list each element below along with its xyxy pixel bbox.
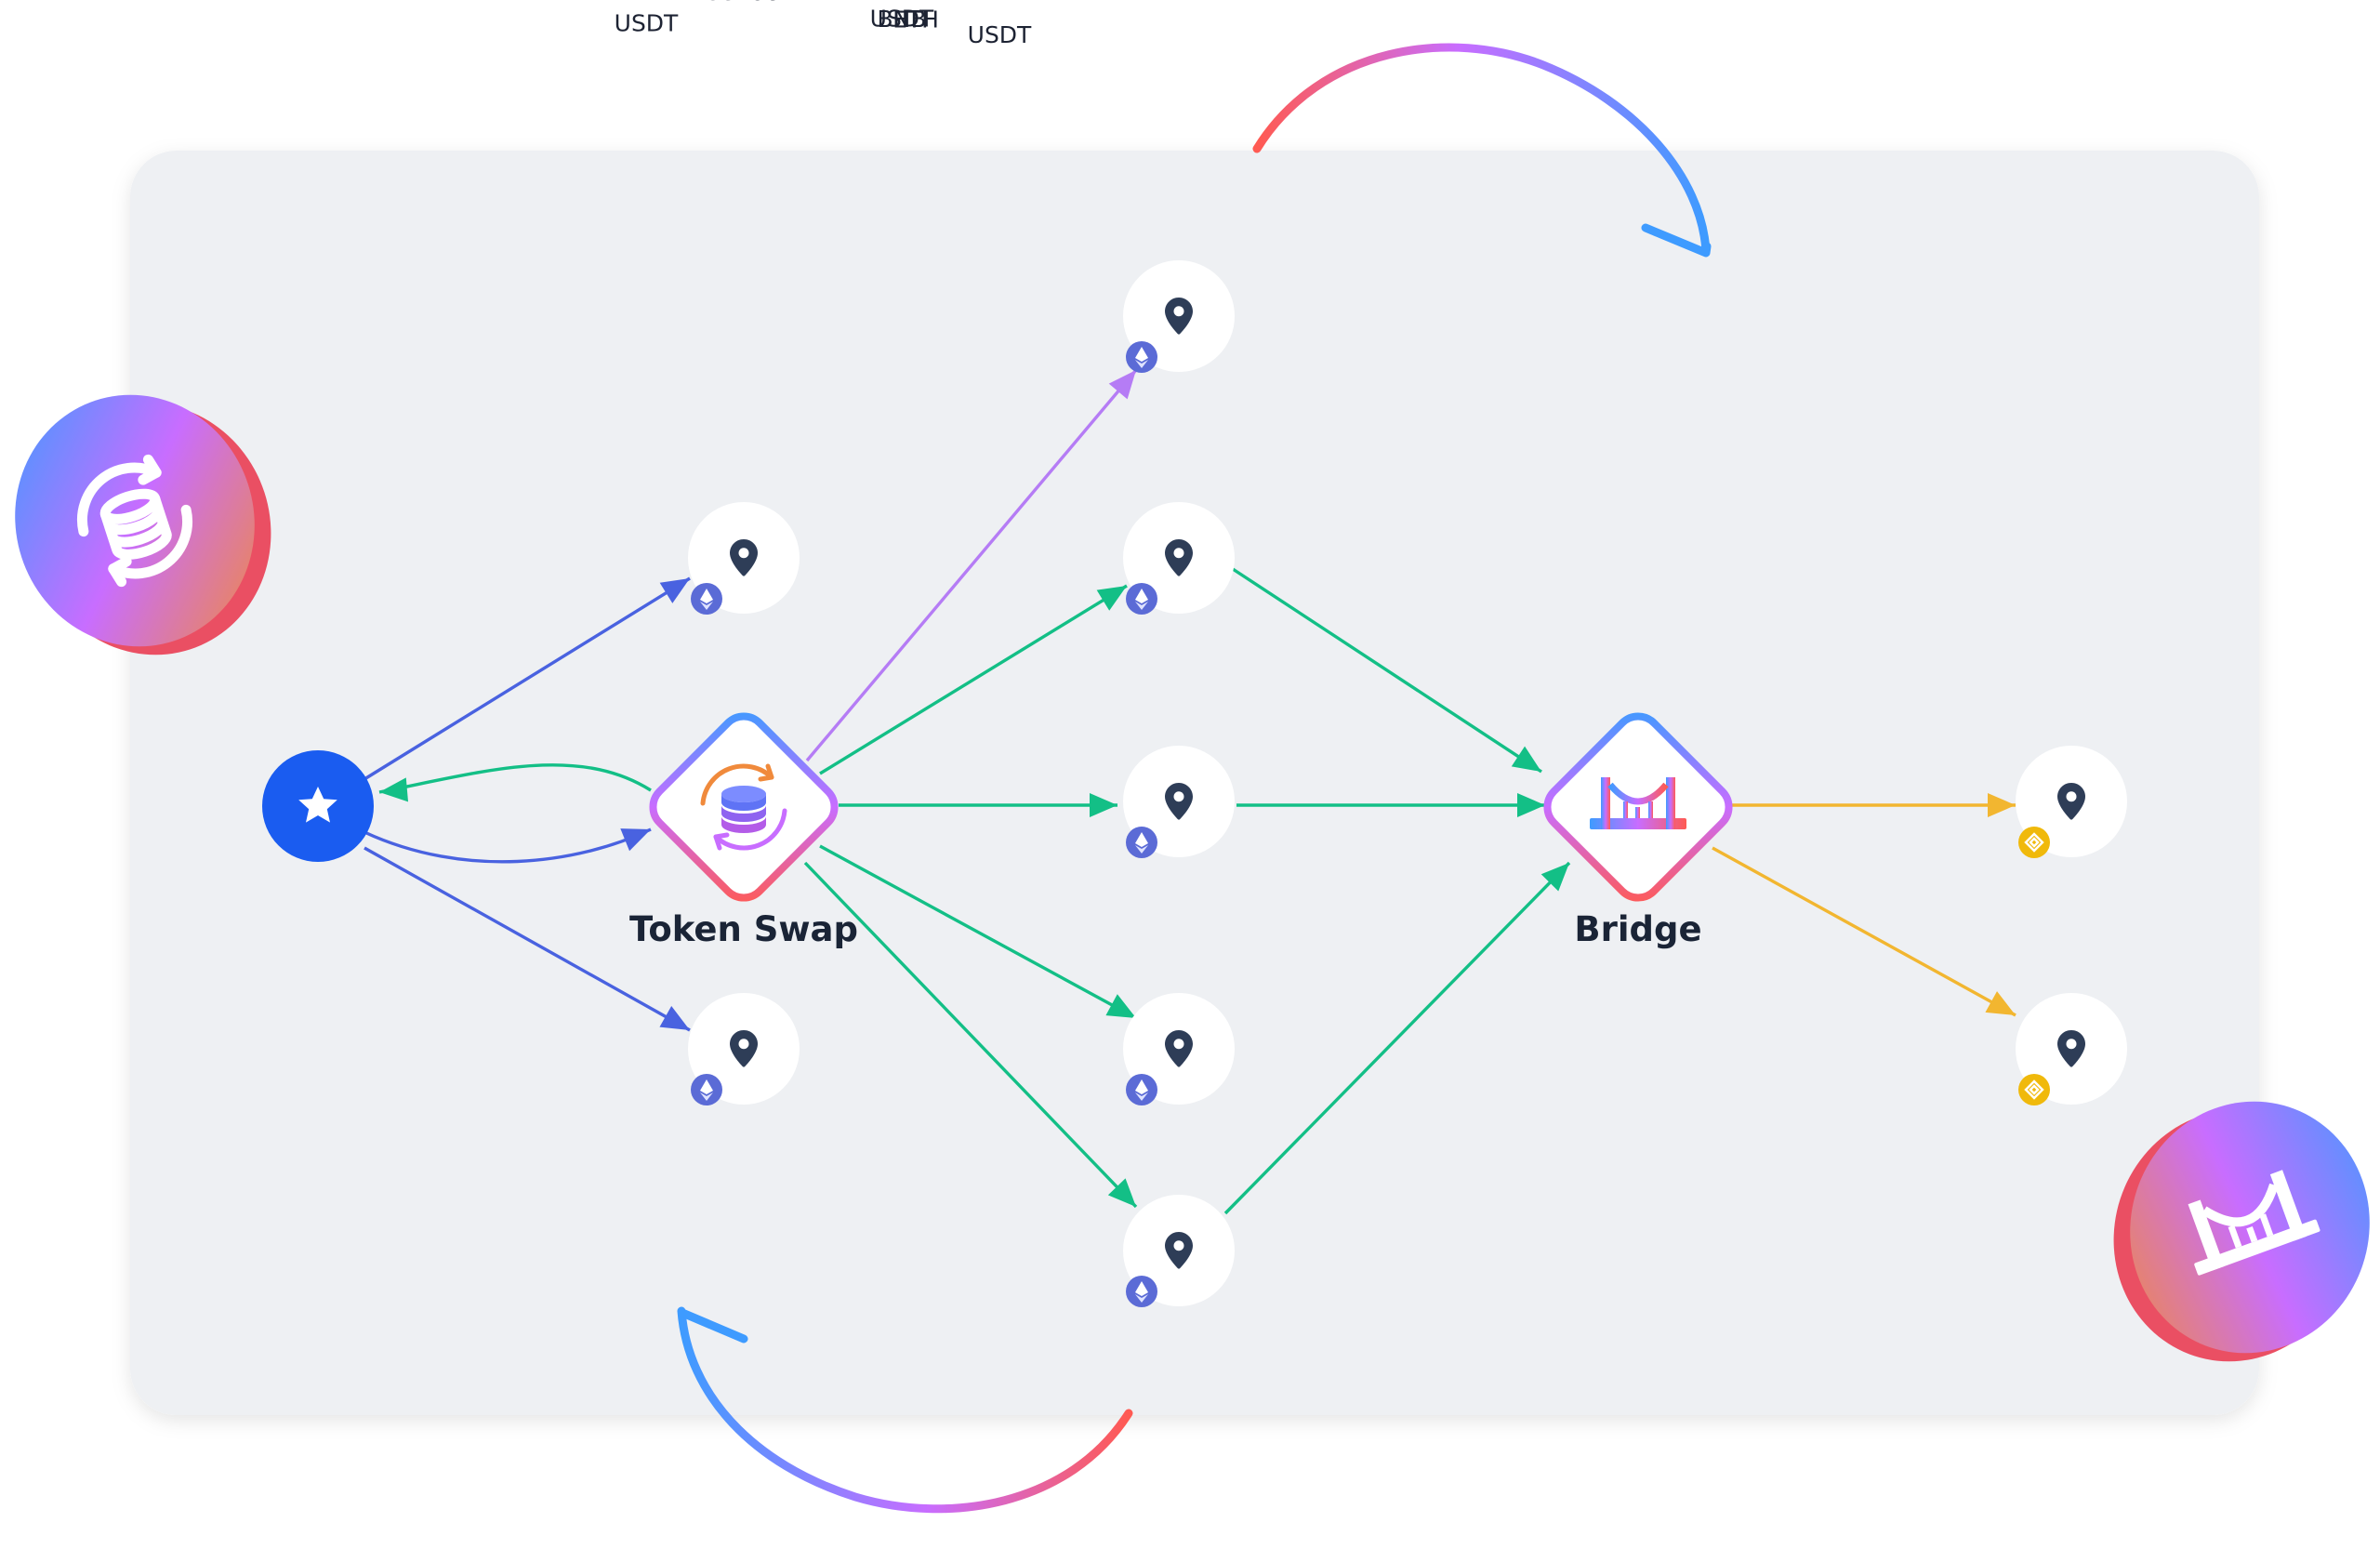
edge-e1 [364, 576, 691, 781]
arrowhead-e3 [620, 828, 651, 852]
ethereum-icon [1126, 827, 1157, 858]
edge-e10 [819, 844, 1137, 1020]
source-node[interactable] [262, 750, 374, 862]
ethereum-icon [1126, 341, 1157, 373]
badge-token-swap [15, 394, 271, 655]
edge-e14 [1712, 846, 2016, 1017]
edge-label-e3: ETH [869, 0, 916, 6]
cycle-arrow-top [1252, 43, 1712, 258]
destination-node-7[interactable] [1123, 1195, 1235, 1307]
destination-node-3[interactable] [1123, 502, 1235, 615]
ethereum-icon [691, 1074, 722, 1105]
star-icon [298, 787, 337, 823]
ethereum-icon [1126, 583, 1157, 615]
edge-label-e11: USDT [968, 21, 1032, 48]
coin-swap-icon [76, 454, 193, 588]
arrowhead-e6 [1096, 586, 1127, 611]
arrowhead-e14 [1985, 991, 2016, 1015]
destination-node-1[interactable] [1123, 260, 1235, 373]
arrowhead-e11 [1107, 1178, 1136, 1207]
cycle-arrow-icon [1252, 43, 1711, 256]
edge-label-e9: USDT [749, 0, 813, 6]
binance-icon [2018, 1074, 2050, 1105]
edge-e6 [819, 584, 1128, 775]
ethereum-icon [691, 583, 722, 615]
edge-e2 [378, 763, 652, 794]
edge-e3 [364, 827, 652, 864]
edge-e11 [803, 861, 1138, 1209]
cycle-arrow-icon [677, 1306, 1133, 1514]
bridge-icon [2188, 1170, 2320, 1276]
edge-label-e4: ETH [892, 6, 939, 33]
edge-label-e14: BNB [877, 6, 926, 33]
bridge-hub[interactable] [1539, 708, 1739, 907]
arrowhead-e1 [659, 578, 690, 603]
arrowhead-e12 [1540, 863, 1569, 892]
destination-node-2[interactable] [688, 502, 800, 615]
arrowhead-e10 [1105, 994, 1136, 1018]
arrowhead-e9 [1517, 793, 1545, 817]
binance-icon [2018, 827, 2050, 858]
destination-node-9[interactable] [2016, 746, 2127, 858]
coin-swap-icon [700, 763, 787, 851]
edges-layer [364, 368, 2016, 1215]
cycle-arrow-bottom [677, 1306, 1133, 1514]
edge-label-e2: USDT [705, 0, 769, 6]
token-swap-title: Token Swap [629, 909, 858, 949]
bridge-title: Bridge [1574, 909, 1701, 949]
destination-node-5[interactable] [1123, 746, 1235, 858]
token-swap-hub[interactable] [644, 708, 844, 907]
arrowhead-e2 [379, 777, 409, 802]
edge-e4 [364, 846, 691, 1032]
destination-node-10[interactable] [2016, 993, 2127, 1105]
edge-label-e13: BNB [756, 0, 805, 6]
ethereum-icon [1126, 1074, 1157, 1105]
edge-label-e10: USDT [870, 6, 934, 33]
bridge-icon [1590, 777, 1686, 829]
badge-bridge [2113, 1101, 2370, 1362]
arrowhead-e8 [1511, 746, 1541, 772]
destination-node-6[interactable] [1123, 993, 1235, 1105]
arrowhead-e7 [1090, 793, 1117, 817]
destination-nodes [688, 260, 2127, 1307]
edge-label-e7: USDT [749, 0, 813, 6]
arrowhead-e13 [1988, 793, 2016, 817]
arrowhead-e4 [659, 1005, 690, 1030]
edge-label-e8: USDT [615, 9, 679, 36]
edge-labels-layer: ETHUSDTETHETHUSDTUSDTUSDTUSDTUSDTUSDTUSD… [615, 0, 1032, 48]
arrowhead-e5 [1108, 370, 1136, 400]
edge-e5 [805, 368, 1138, 762]
ethereum-icon [1126, 1276, 1157, 1307]
edge-e8 [1232, 567, 1542, 774]
destination-node-4[interactable] [688, 993, 800, 1105]
edge-e12 [1223, 861, 1571, 1215]
